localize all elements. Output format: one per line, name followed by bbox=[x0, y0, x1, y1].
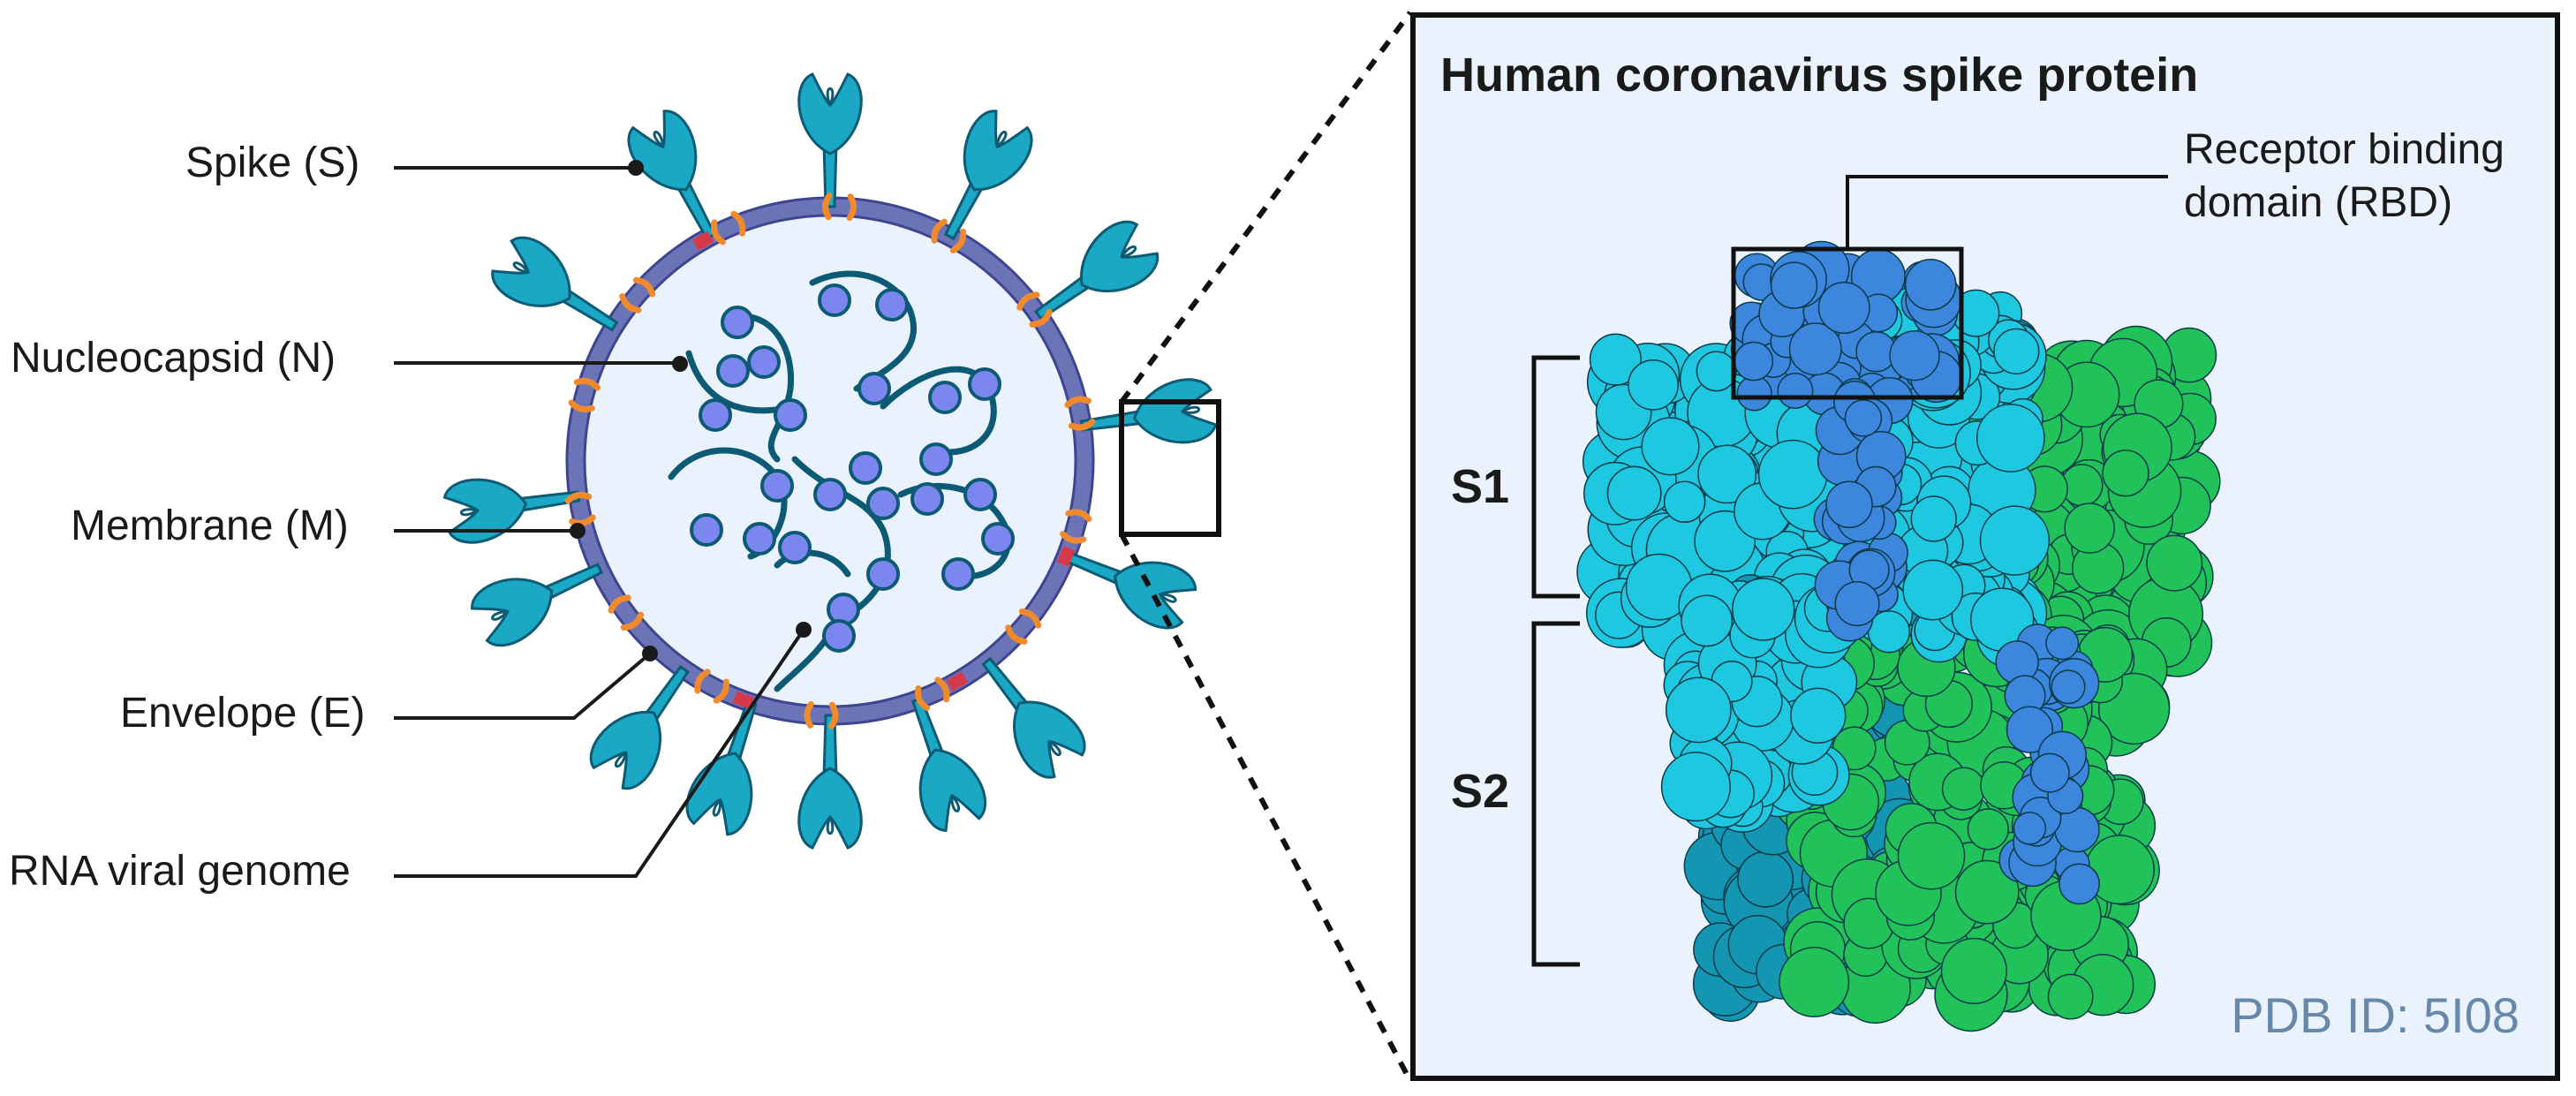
nucleocapsid-bead bbox=[866, 557, 900, 591]
nucleocapsid-bead bbox=[699, 398, 732, 432]
envelope-protein-icon bbox=[1056, 545, 1076, 567]
s2-bracket bbox=[1531, 621, 1580, 967]
zoom-projection-top bbox=[1119, 11, 1413, 404]
membrane-proteins bbox=[564, 193, 1096, 729]
spike-icon bbox=[442, 478, 581, 544]
spike-zoom-box bbox=[1119, 399, 1221, 537]
nucleocapsid-bead bbox=[849, 451, 882, 485]
membrane-protein-icon bbox=[1005, 608, 1042, 645]
rbd-label-line1: Receptor binding bbox=[2184, 126, 2504, 173]
nucleocapsid-bead bbox=[857, 372, 891, 405]
virion-illustration bbox=[394, 11, 1413, 1083]
spike-protein-panel: Human coronavirus spike protein Receptor… bbox=[1410, 12, 2560, 1081]
envelope-protein-icon bbox=[691, 231, 714, 251]
nucleocapsid-bead bbox=[760, 469, 794, 503]
membrane-protein-icon bbox=[804, 700, 839, 729]
envelope-protein-icon bbox=[732, 691, 754, 709]
membrane-protein-icon bbox=[1064, 396, 1096, 431]
spike-icon bbox=[1033, 220, 1160, 321]
nucleocapsid-bead bbox=[822, 619, 856, 653]
nucleocapsid-bead bbox=[866, 487, 900, 520]
membrane-protein-icon bbox=[608, 594, 645, 631]
nucleocapsid-bead bbox=[968, 367, 1001, 401]
panel-title: Human coronavirus spike protein bbox=[1440, 49, 2199, 102]
nucleocapsid-bead bbox=[941, 557, 975, 591]
rbd-label-line2: domain (RBD) bbox=[2184, 179, 2453, 226]
membrane-protein-icon bbox=[619, 276, 656, 314]
membrane-protein-icon bbox=[710, 210, 746, 246]
label-rna-genome: RNA viral genome bbox=[9, 848, 351, 895]
nucleocapsid-bead bbox=[778, 531, 812, 564]
nucleocapsid-beads bbox=[690, 283, 1015, 653]
nucleocapsid-bead bbox=[747, 345, 781, 379]
spike-protein-structure bbox=[1531, 175, 2221, 1032]
membrane-protein-icon bbox=[931, 218, 967, 253]
membrane-protein-icon bbox=[694, 669, 729, 704]
nucleocapsid-bead bbox=[690, 513, 723, 547]
nucleocapsid-bead bbox=[716, 354, 750, 388]
nucleocapsid-bead bbox=[813, 478, 847, 511]
spike-icon bbox=[910, 697, 987, 832]
membrane-protein-icon bbox=[822, 193, 857, 222]
spike-icon bbox=[471, 563, 604, 647]
spike-icon bbox=[685, 699, 758, 836]
nucleocapsid-bead bbox=[910, 482, 944, 516]
spike-icon bbox=[491, 236, 619, 332]
label-spike: Spike (S) bbox=[185, 140, 360, 186]
nucleocapsid-bead bbox=[981, 522, 1015, 556]
nucleocapsid-bead bbox=[928, 381, 962, 414]
rna-leader-line bbox=[394, 628, 805, 878]
membrane-protein-icon bbox=[568, 377, 601, 413]
nucleocapsid-bead bbox=[774, 398, 807, 432]
spike-icon bbox=[627, 110, 717, 241]
membrane-protein-icon bbox=[1016, 291, 1053, 328]
spike-icon bbox=[1079, 378, 1218, 444]
nucleocapsid-bead bbox=[721, 306, 754, 339]
spike-icon bbox=[797, 714, 863, 850]
envelope-leader-line bbox=[394, 652, 652, 720]
membrane-protein-icon bbox=[915, 676, 950, 712]
spike-icon bbox=[943, 110, 1033, 241]
nucleocapsid-bead bbox=[919, 442, 953, 476]
nucleocapsid-bead bbox=[743, 522, 776, 556]
s2-label: S2 bbox=[1451, 765, 1510, 818]
membrane-protein-icon bbox=[564, 491, 596, 526]
envelope-protein-icon bbox=[946, 671, 969, 692]
zoom-projection-bottom bbox=[1119, 533, 1413, 1083]
rbd-label: Receptor binding domain (RBD) bbox=[2184, 124, 2504, 230]
nucleocapsid-bead bbox=[818, 283, 851, 317]
label-nucleocapsid: Nucleocapsid (N) bbox=[11, 335, 336, 382]
pdb-id: PDB ID: 5I08 bbox=[2231, 987, 2519, 1043]
s1-bracket bbox=[1531, 355, 1580, 599]
spike-icon bbox=[797, 72, 863, 208]
nucleocapsid-bead bbox=[875, 288, 909, 321]
spike-icon bbox=[589, 664, 690, 790]
nucleocapsid-bead bbox=[963, 478, 997, 511]
membrane-protein-icon bbox=[1060, 509, 1092, 544]
rbd-leader-line bbox=[1846, 175, 2168, 249]
envelope-proteins bbox=[691, 231, 1076, 709]
s1-label: S1 bbox=[1451, 460, 1510, 513]
label-envelope: Envelope (E) bbox=[120, 690, 366, 737]
spike-icon bbox=[981, 656, 1086, 779]
label-membrane: Membrane (M) bbox=[71, 503, 349, 549]
